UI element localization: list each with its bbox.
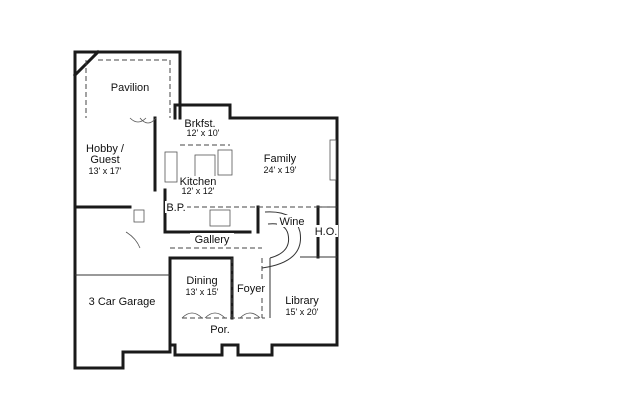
label-pavilion: Pavilion	[111, 82, 150, 94]
kitchen-counter	[217, 149, 233, 176]
size-brkfst: 12' x 10'	[187, 128, 220, 138]
door-pavilion	[139, 117, 157, 124]
door-front	[239, 312, 261, 319]
left-wall	[73, 116, 125, 370]
size-library: 15' x 20'	[286, 307, 319, 317]
fixtures	[133, 139, 337, 269]
size-family: 24' x 19'	[264, 165, 297, 175]
label-bp: B.P.	[166, 202, 185, 214]
door-dining-left	[181, 312, 203, 319]
ho-label-bg	[314, 225, 338, 237]
staircase-inner	[267, 223, 290, 259]
label-gallery: Gallery	[195, 234, 230, 246]
label-porch: Por.	[210, 324, 230, 336]
kitchen-island	[194, 154, 216, 178]
pavilion-wall	[73, 50, 182, 120]
label-hobby-2: Guest	[90, 154, 119, 166]
garage-right-wall	[121, 256, 172, 370]
exterior-walls	[72, 49, 339, 370]
door-garage	[125, 231, 141, 249]
label-ho: H.O.	[315, 226, 338, 238]
label-dining: Dining	[186, 275, 217, 287]
label-brkfst: Brkfst.	[184, 118, 215, 130]
gallery-label-bg	[190, 233, 234, 245]
wine-label-bg	[277, 215, 307, 227]
label-family: Family	[264, 153, 297, 165]
size-dining: 13' x 15'	[186, 287, 219, 297]
dashed-lines	[85, 59, 337, 319]
door-dining-right	[204, 312, 226, 319]
label-library: Library	[285, 295, 319, 307]
label-wine: Wine	[279, 216, 304, 228]
label-garage: 3 Car Garage	[89, 296, 156, 308]
bp-label-bg	[165, 201, 187, 213]
size-hobby: 13' x 17'	[89, 166, 122, 176]
size-kitchen: 12' x 12'	[182, 186, 215, 196]
room-labels: Pavilion Brkfst. 12' x 10' Hobby / Guest…	[86, 82, 338, 336]
door-hobby	[129, 117, 147, 123]
label-foyer: Foyer	[237, 283, 265, 295]
bath-sink	[133, 209, 145, 223]
doors	[125, 117, 261, 319]
label-kitchen: Kitchen	[180, 176, 217, 188]
pantry	[164, 151, 178, 183]
staircase-outer	[261, 211, 302, 269]
brkfst-wall	[173, 103, 339, 207]
fireplace	[329, 139, 337, 181]
front-wall	[168, 238, 339, 357]
label-hobby-1: Hobby /	[86, 143, 125, 155]
kitchen-label-bg	[178, 176, 220, 196]
fridge	[209, 209, 231, 227]
foyer-label-bg	[234, 282, 268, 295]
